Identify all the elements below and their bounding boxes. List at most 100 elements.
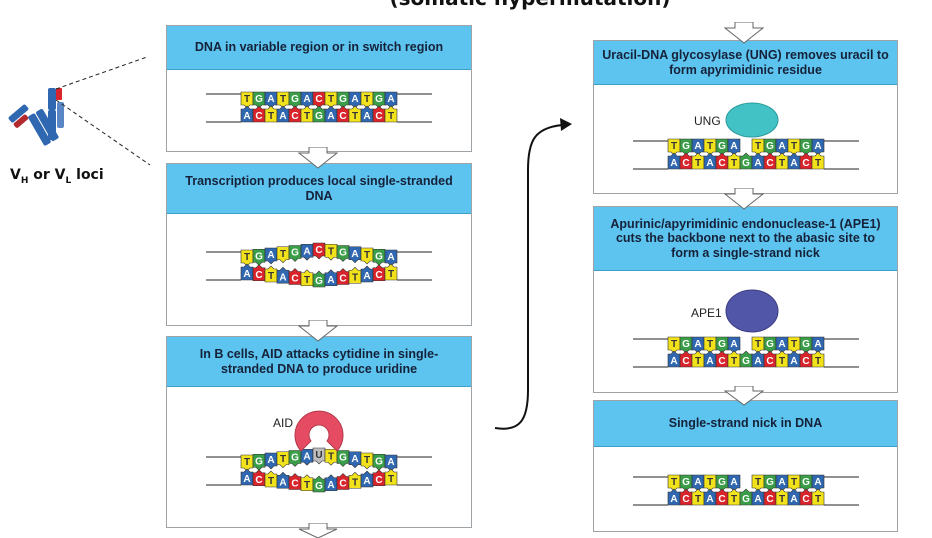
aid-label: AID (273, 416, 293, 430)
nucleotide-A: A (751, 152, 765, 170)
svg-text:C: C (375, 111, 382, 122)
step-title-6: Single-strand nick in DNA (594, 401, 897, 447)
svg-text:C: C (682, 158, 689, 169)
nucleotide-C: C (679, 152, 693, 170)
svg-text:G: G (718, 477, 726, 488)
svg-text:C: C (339, 274, 346, 285)
svg-text:A: A (790, 356, 797, 367)
svg-text:A: A (387, 252, 394, 263)
svg-text:G: G (255, 456, 263, 467)
nucleotide-U: U (312, 447, 326, 465)
nucleotide-A: A (324, 269, 338, 287)
svg-text:T: T (671, 141, 677, 152)
step-title-2: Transcription produces local single-stra… (167, 164, 471, 214)
svg-text:A: A (694, 477, 701, 488)
svg-text:G: G (291, 94, 299, 105)
svg-text:A: A (730, 339, 737, 350)
nucleotide-A: A (384, 454, 398, 472)
svg-text:A: A (730, 141, 737, 152)
nucleotide-A: A (751, 488, 765, 506)
nucleotide-T: T (264, 265, 278, 283)
nucleotide-T: T (348, 105, 362, 123)
nucleotide-A: A (300, 448, 314, 466)
step-panel-3: In B cells, AID attacks cytidine in sing… (166, 336, 472, 528)
svg-text:T: T (328, 94, 334, 105)
nucleotide-C: C (312, 242, 326, 260)
svg-text:G: G (802, 477, 810, 488)
nucleotide-C: C (679, 350, 693, 368)
svg-text:T: T (352, 111, 358, 122)
svg-text:A: A (694, 141, 701, 152)
svg-text:A: A (327, 480, 334, 491)
svg-text:T: T (695, 356, 701, 367)
svg-text:A: A (814, 141, 821, 152)
nucleotide-T: T (727, 488, 741, 506)
svg-text:A: A (706, 494, 713, 505)
nucleotide-T: T (384, 468, 398, 486)
svg-text:T: T (791, 339, 797, 350)
svg-text:C: C (291, 111, 298, 122)
svg-text:T: T (755, 477, 761, 488)
svg-text:T: T (695, 494, 701, 505)
nucleotide-T: T (384, 105, 398, 123)
svg-text:C: C (255, 111, 262, 122)
svg-text:A: A (267, 94, 274, 105)
nucleotide-G: G (312, 270, 326, 288)
svg-text:G: G (742, 158, 750, 169)
svg-text:T: T (815, 158, 821, 169)
svg-text:A: A (754, 494, 761, 505)
nucleotide-C: C (288, 268, 302, 285)
svg-text:A: A (303, 451, 310, 462)
svg-text:C: C (718, 494, 725, 505)
nucleotide-G: G (288, 245, 302, 262)
aid-enzyme-shape (294, 410, 344, 452)
svg-text:G: G (718, 339, 726, 350)
nucleotide-C: C (288, 473, 302, 490)
step-arrow-top (724, 22, 764, 44)
nucleotide-T: T (384, 263, 398, 281)
step-arrow-2 (298, 320, 338, 342)
nucleotide-A: A (751, 350, 765, 368)
svg-text:A: A (814, 339, 821, 350)
nucleotide-A: A (324, 474, 338, 492)
svg-text:C: C (255, 270, 262, 281)
svg-text:T: T (304, 111, 310, 122)
step-arrow-3 (298, 523, 338, 538)
page-title: (somatic hypermutation) (360, 0, 700, 10)
svg-text:A: A (363, 476, 370, 487)
svg-text:A: A (363, 271, 370, 282)
step-title-3: In B cells, AID attacks cytidine in sing… (167, 337, 471, 387)
nucleotide-T: T (264, 105, 278, 123)
svg-text:T: T (304, 480, 310, 491)
nucleotide-A: A (727, 474, 741, 492)
svg-text:G: G (339, 94, 347, 105)
nucleotide-A: A (360, 470, 374, 488)
nucleotide-A: A (667, 488, 681, 506)
svg-text:G: G (375, 251, 383, 262)
step-panel-5: Apurinic/apyrimidinic endonuclease-1 (AP… (593, 206, 898, 393)
svg-text:G: G (766, 141, 774, 152)
nucleotide-C: C (372, 105, 386, 123)
svg-text:T: T (731, 494, 737, 505)
nucleotide-A: A (276, 266, 290, 284)
nucleotide-C: C (252, 264, 266, 282)
svg-text:G: G (255, 94, 263, 105)
nucleotide-A: A (360, 265, 374, 283)
svg-text:G: G (375, 94, 383, 105)
nucleotide-T: T (811, 152, 825, 170)
svg-text:A: A (670, 494, 677, 505)
nucleotide-A: A (264, 247, 278, 265)
nucleotide-A: A (667, 152, 681, 170)
nucleotide-T: T (811, 488, 825, 506)
svg-text:T: T (671, 477, 677, 488)
nucleotide-T: T (264, 470, 278, 488)
svg-text:T: T (779, 356, 785, 367)
nucleotide-A: A (240, 468, 254, 486)
nucleotide-T: T (348, 266, 362, 284)
nucleotide-G: G (739, 488, 753, 506)
nucleotide-A: A (787, 350, 801, 368)
svg-text:C: C (375, 270, 382, 281)
svg-text:T: T (364, 250, 370, 261)
